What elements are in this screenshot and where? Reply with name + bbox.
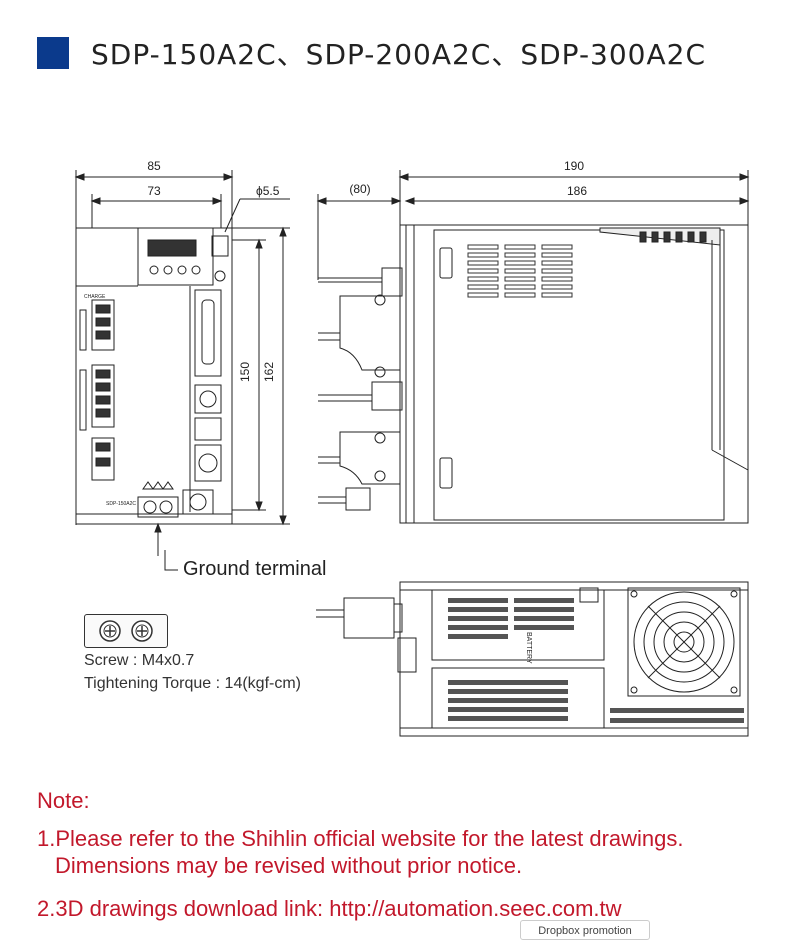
header-square-icon: [37, 37, 69, 69]
model-plate: SDP-150A2C: [106, 501, 136, 507]
dropbox-promotion-badge[interactable]: Dropbox promotion: [520, 920, 650, 940]
dimension-drawing: 85 73 ϕ5.5 CHARGE: [74, 159, 750, 737]
ground-terminal-label: Ground terminal: [183, 558, 327, 580]
note-heading: Note:: [37, 788, 90, 813]
dim-162: 162: [262, 362, 276, 382]
page-title: SDP-150A2C、SDP-200A2C、SDP-300A2C: [91, 38, 707, 71]
dim-85: 85: [147, 159, 161, 173]
note-line-1b: Dimensions may be revised without prior …: [55, 853, 523, 878]
screw-terminal-icon: [84, 614, 168, 648]
dim-73: 73: [147, 184, 161, 198]
dim-190: 190: [564, 159, 584, 173]
dim-186: 186: [567, 184, 587, 198]
tightening-torque: Tightening Torque : 14(kgf-cm): [84, 675, 301, 692]
side-view: (80) 190 186: [316, 159, 750, 524]
front-view: 85 73 ϕ5.5 CHARGE: [74, 159, 290, 571]
note-line-1: 1.Please refer to the Shihlin official w…: [37, 826, 684, 851]
note-line-2: 2.3D drawings download link: http://auto…: [37, 896, 622, 921]
top-view: BATTERY: [316, 581, 749, 737]
battery-label: BATTERY: [525, 632, 532, 664]
charge-label: CHARGE: [84, 294, 106, 300]
screw-spec: Screw : M4x0.7: [84, 652, 195, 669]
dim-150: 150: [238, 362, 252, 382]
dim-hole: ϕ5.5: [256, 184, 280, 198]
dim-80: (80): [349, 182, 370, 196]
